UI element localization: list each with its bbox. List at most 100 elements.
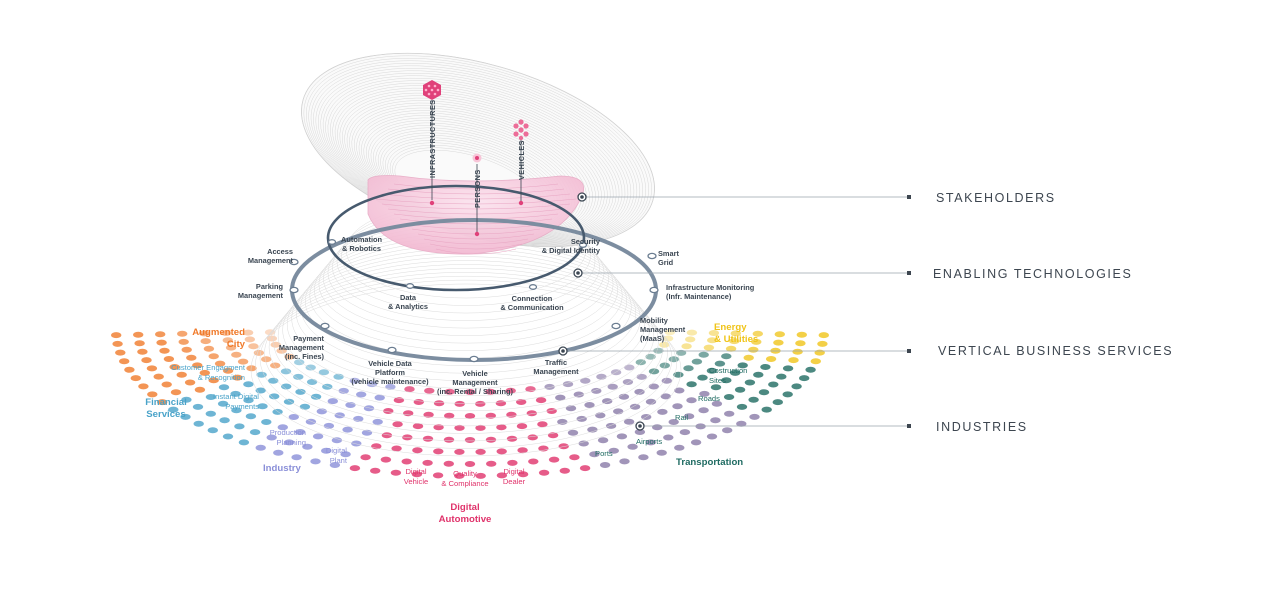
industry-dot [422,435,434,442]
person-icon [472,153,482,163]
industry-dot [751,338,762,345]
cone-contour [264,272,668,434]
ring-nodes [289,239,659,363]
industry-dot [587,426,598,433]
pink-contour [429,243,523,250]
industry-dot [703,344,715,351]
industry-dot [507,459,518,466]
svg-text:Quality& Compliance: Quality& Compliance [441,469,488,488]
industry-dot [257,403,268,410]
industry-dot [256,371,267,378]
industry-dot [535,397,547,404]
industry-dot [506,411,517,418]
industry-dot [774,331,785,338]
industry-dot [749,413,760,420]
industry-dot [443,436,455,443]
industry-dot [333,373,344,380]
industry-dot [698,351,709,358]
industry-dot [374,394,385,401]
industry-dot [645,439,656,446]
industry-dot [234,423,245,430]
industry-dot [559,467,570,474]
svg-text:Data& Analytics: Data& Analytics [388,293,428,311]
industry-dot [578,440,589,447]
industry-dot [557,418,568,425]
enabling-technologies-ring [326,184,586,292]
industry-dot [163,356,175,362]
industry-dot [464,389,476,395]
industry-dot [454,448,465,455]
industry-dot [208,377,219,384]
industry-dot [381,432,393,439]
industry-dot [340,451,351,458]
industry-dot [291,454,302,461]
industry-dot [246,365,257,372]
industry-dot [736,403,748,410]
industry-dot [184,379,196,386]
industry-dot [133,331,144,338]
industry-dot [218,384,230,391]
svg-text:Energy& Utilities: Energy& Utilities [714,322,758,345]
industry-dot [548,456,560,463]
industry-dot [546,408,557,414]
layer-label-industries: INDUSTRIES [936,420,1028,434]
industry-dot [622,379,634,385]
industry-dot [284,439,295,446]
industry-dot [249,429,261,436]
industry-dot [222,367,234,374]
industry-dot [662,335,674,342]
industry-dot [412,423,424,430]
industry-dot [791,383,802,390]
industry-dot [273,449,284,456]
industry-dot [505,387,516,394]
industry-dot [153,373,164,380]
pink-contour [375,198,577,205]
industry-dot [464,461,476,467]
pink-contour [423,238,529,245]
industry-dot-field [111,329,829,479]
industry-dot [380,456,392,463]
industry-dot [516,423,528,430]
industry-dot [321,447,332,454]
industry-dot [729,338,740,345]
industry-dot [138,383,149,390]
industry-dot [580,377,591,384]
industry-dot [799,375,810,382]
vehicles-icon [513,119,529,141]
industry-dot [708,330,720,336]
industry-dot [674,444,685,451]
industry-dot [134,340,145,347]
industry-dot [652,424,663,431]
industry-dot [168,406,179,413]
industry-dot [616,433,628,440]
industry-dot [390,469,402,476]
industry-dot [538,469,550,476]
industry-dot [161,381,172,388]
industry-dot [686,329,698,336]
industry-dot [232,374,243,381]
svg-text:Airports: Airports [636,437,662,446]
industry-dot [243,397,254,404]
industry-dot [752,330,763,337]
layer-label-enabling-technologies: ENABLING TECHNOLOGIES [933,267,1132,281]
industry-dot [683,413,695,420]
industry-dot [422,459,433,466]
industry-dot [567,429,579,436]
cone-contour [282,256,650,404]
industry-dot [220,330,232,336]
industry-dot [159,347,170,354]
industry-dot [495,400,507,407]
industry-dot [444,388,455,395]
industry-dot [454,400,465,407]
industry-dot [596,373,607,380]
industry-dot [391,445,402,452]
pink-contour [387,208,565,215]
layer-label-stakeholders: STAKEHOLDERS [936,191,1056,205]
svg-text:Ports: Ports [595,449,613,458]
